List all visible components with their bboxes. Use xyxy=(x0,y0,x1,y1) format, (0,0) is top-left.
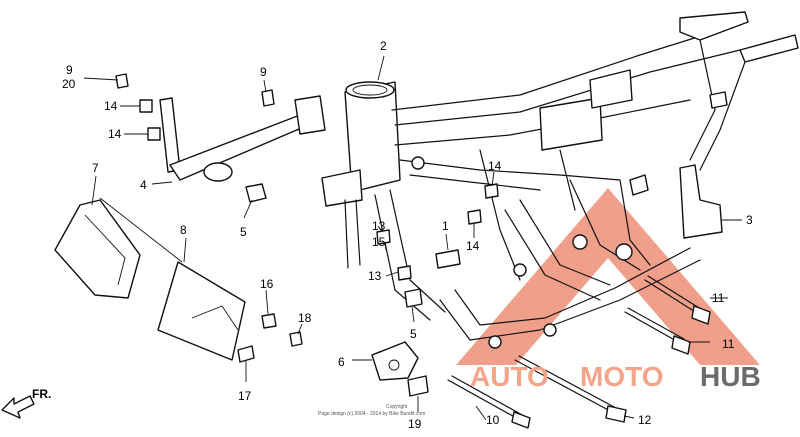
callout-2: 2 xyxy=(380,39,387,53)
callout-14: 14 xyxy=(466,239,480,253)
part-4-step-bar xyxy=(159,95,326,182)
callout-9: 9 xyxy=(66,63,73,77)
callout-3: 3 xyxy=(746,213,753,227)
part-7-side-cover xyxy=(54,199,141,299)
callout-7: 7 xyxy=(92,161,99,175)
callout-15: 15 xyxy=(372,235,386,249)
callout-19: 19 xyxy=(408,417,422,431)
callout-11: 11 xyxy=(722,337,735,351)
callout-11: 11 xyxy=(712,291,725,305)
callout-1: 1 xyxy=(442,219,449,233)
callout-14: 14 xyxy=(488,159,502,173)
callout-14: 14 xyxy=(104,99,118,113)
leader-lines xyxy=(83,55,742,421)
callout-14: 14 xyxy=(108,127,122,141)
copyright-notice: Copyright Page design (c) 2004 - 2014 by… xyxy=(318,404,425,417)
callout-16: 16 xyxy=(260,277,274,291)
callout-12: 12 xyxy=(638,413,652,427)
callout-13: 13 xyxy=(368,269,382,283)
part-3-bracket xyxy=(679,164,723,239)
part-6-plate xyxy=(371,341,419,381)
watermark-moto: MOTO xyxy=(580,361,663,392)
front-direction-label: FR. xyxy=(32,387,51,401)
callout-18: 18 xyxy=(298,311,312,325)
watermark-logo xyxy=(456,188,760,365)
copyright-line-2: Page design (c) 2004 - 2014 by Bike Band… xyxy=(318,411,425,417)
watermark-hub: HUB xyxy=(700,361,761,392)
watermark-auto: AUTO xyxy=(470,361,549,392)
callout-5: 5 xyxy=(410,327,417,341)
frame-body xyxy=(321,11,799,349)
callout-numbers: 9 20 14 14 4 9 5 7 8 16 18 17 2 14 13 15… xyxy=(62,39,753,431)
watermark-text: AUTO MOTO HUB xyxy=(470,361,761,392)
callout-10: 10 xyxy=(486,413,500,427)
callout-6: 6 xyxy=(338,355,345,369)
callout-9: 9 xyxy=(260,65,267,79)
part-8-plate xyxy=(157,261,246,361)
callout-17: 17 xyxy=(238,389,252,403)
callout-13: 13 xyxy=(372,219,386,233)
callout-4: 4 xyxy=(140,178,147,192)
long-bolts xyxy=(447,275,711,429)
callout-5: 5 xyxy=(240,225,247,239)
small-parts xyxy=(115,73,499,397)
callout-8: 8 xyxy=(180,223,187,237)
copyright-line-1: Copyright xyxy=(386,404,408,410)
front-direction-arrow: FR. xyxy=(1,387,51,419)
callout-20: 20 xyxy=(62,77,76,91)
